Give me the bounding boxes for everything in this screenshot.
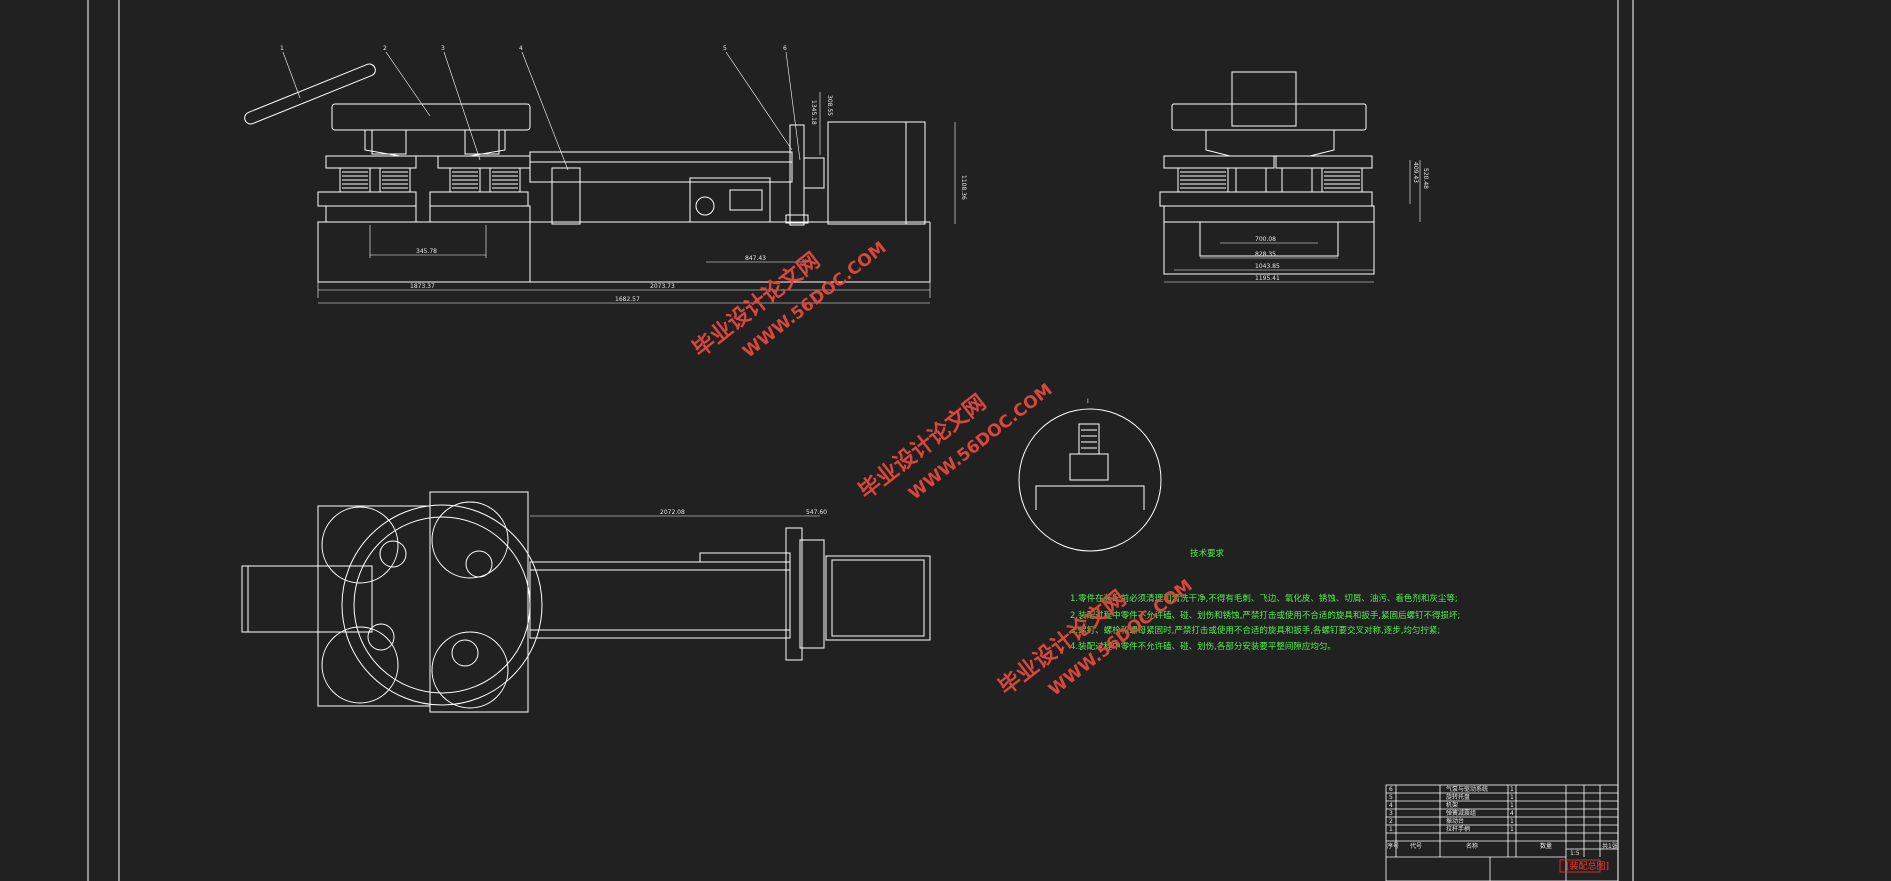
balloon-6: 6 <box>783 45 787 52</box>
bom-name-5: 旋转托盘 <box>1446 793 1470 801</box>
side-dim-labels: 700.08 828.35 1043.85 1195.41 409.43 520… <box>1255 162 1429 282</box>
bom-name-2: 振动台 <box>1446 817 1464 825</box>
header-qty: 数量 <box>1540 842 1552 850</box>
detail-label: I <box>1087 398 1089 405</box>
bom-name-3: 弹簧减震组 <box>1446 809 1476 817</box>
note-line-2: 2.装配过程中零件不允许磕、碰、划伤和锈蚀,严禁打击或使用不合适的旋具和扳手,紧… <box>1070 610 1460 621</box>
bom-qty-5: 1 <box>1510 794 1514 801</box>
front-dimensions <box>282 51 956 304</box>
top-dim-labels: 2072.08 547.60 <box>660 509 827 516</box>
bom-qty-3: 4 <box>1510 810 1514 817</box>
sheet-border <box>87 0 1634 881</box>
handle-lever <box>244 63 376 125</box>
front-balloon-labels: 1 2 3 4 5 6 345.78 847.43 1873.37 2073.7… <box>280 45 967 303</box>
top-motor-box <box>825 555 931 641</box>
bom-no-2: 2 <box>1389 818 1393 825</box>
bom-qty-6: 1 <box>1510 786 1514 793</box>
balloon-1: 1 <box>280 45 284 52</box>
bom-no-1: 1 <box>1389 826 1393 833</box>
bom-qty-1: 1 <box>1510 826 1514 833</box>
balloon-3: 3 <box>441 45 445 52</box>
top-view <box>241 491 931 713</box>
bom-name-6: 气泵与驱动系统 <box>1446 785 1488 793</box>
drawing-stamp: [装配总图] <box>1566 860 1609 872</box>
balloon-5: 5 <box>723 45 727 52</box>
stamp-box <box>1559 859 1601 873</box>
note-line-1: 1.零件在装配前必须清理和清洗干净,不得有毛刺、飞边、氧化皮、锈蚀、切屑、油污、… <box>1070 593 1458 604</box>
bom-name-1: 拉杆手柄 <box>1446 825 1470 833</box>
vdim-front-2: 308.55 <box>826 95 833 116</box>
vdim-front-1: 1108.36 <box>960 175 967 200</box>
technical-notes: 技术要求 1.零件在装配前必须清理和清洗干净,不得有毛刺、飞边、氧化皮、锈蚀、切… <box>1070 548 1460 652</box>
vdim-side-1: 409.43 <box>1412 162 1419 183</box>
watermark-1: 毕业设计论文网 WWW.56DOC.COM <box>688 238 891 363</box>
motor-box <box>827 121 926 225</box>
scale-value: 1:5 <box>1570 850 1580 857</box>
front-view <box>244 63 931 283</box>
dim-front-2: 847.43 <box>745 255 766 262</box>
rotating-tray <box>331 103 531 131</box>
bom-no-6: 6 <box>1389 786 1393 793</box>
dim-front-4: 2073.73 <box>650 283 675 290</box>
title-block-text: 6 气泵与驱动系统 1 5 旋转托盘 1 4 机架 1 3 弹簧减震组 4 2 … <box>1387 785 1618 872</box>
vdim-side-2: 520.48 <box>1422 168 1429 189</box>
bom-qty-2: 1 <box>1510 818 1514 825</box>
spring-group-right <box>429 155 531 223</box>
detail-view <box>1018 408 1162 552</box>
machine-base <box>317 221 531 283</box>
header-name: 名称 <box>1466 842 1478 850</box>
bom-no-3: 3 <box>1389 810 1393 817</box>
header-no: 序号 <box>1387 842 1399 850</box>
dim-side-1: 700.08 <box>1255 236 1276 243</box>
note-line-4: 4.装配过程中零件不允许磕、碰、划伤,各部分安装要平整间隙应均匀。 <box>1070 641 1336 652</box>
sheet-count: 共1张 <box>1602 842 1618 850</box>
handle-block-top <box>241 565 373 633</box>
side-view <box>1159 71 1375 275</box>
bom-qty-4: 1 <box>1510 802 1514 809</box>
dim-front-5: 1682.57 <box>615 296 640 303</box>
dim-side-2: 828.35 <box>1255 251 1276 258</box>
bom-name-4: 机架 <box>1446 801 1458 809</box>
bom-no-4: 4 <box>1389 802 1393 809</box>
side-dimensions <box>1164 160 1421 283</box>
balloon-2: 2 <box>383 45 387 52</box>
bom-no-5: 5 <box>1389 794 1393 801</box>
side-top-block <box>1231 71 1297 127</box>
balloon-4: 4 <box>519 45 523 52</box>
notes-title: 技术要求 <box>1190 548 1225 559</box>
guide-rail <box>529 151 793 163</box>
dim-side-3: 1043.85 <box>1255 263 1280 270</box>
vdim-front-3: 1345.18 <box>810 100 817 125</box>
tray-disc <box>341 504 543 706</box>
note-line-3: 3.螺钉、螺栓和螺母紧固时,严禁打击或使用不合适的旋具和扳手,各螺钉要交叉对称,… <box>1070 625 1440 636</box>
dim-top-1: 2072.08 <box>660 509 685 516</box>
dim-front-3: 1873.37 <box>410 283 435 290</box>
title-block <box>1385 784 1619 881</box>
dim-side-4: 1195.41 <box>1255 275 1280 282</box>
dim-front-1: 345.78 <box>416 248 437 255</box>
dim-top-2: 547.60 <box>806 509 827 516</box>
top-rail <box>529 561 791 639</box>
spring-group-left <box>317 155 417 223</box>
watermark-2: 毕业设计论文网 WWW.56DOC.COM <box>854 380 1057 505</box>
header-code: 代号 <box>1410 842 1422 850</box>
